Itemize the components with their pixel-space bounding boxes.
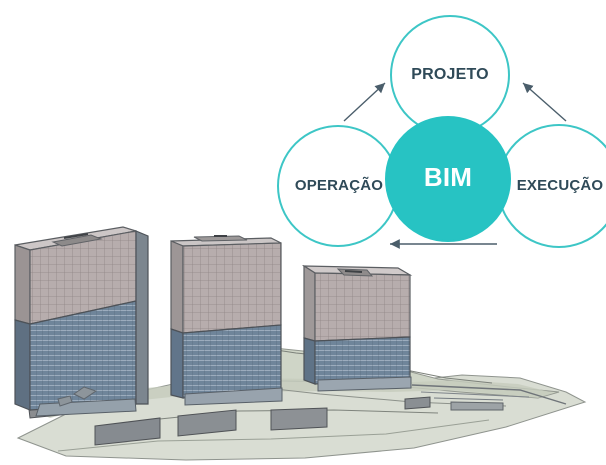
- operacao-label: OPERAÇÃO: [295, 176, 383, 194]
- bim-label: BIM: [424, 162, 472, 192]
- bim-center-node: [385, 116, 511, 242]
- projeto-label: PROJETO: [411, 66, 489, 83]
- arrow-operacao-to-projeto: [343, 82, 386, 122]
- arrow-execucao-to-projeto: [522, 82, 567, 122]
- right-tower: [301, 264, 413, 392]
- middle-tower: [170, 235, 283, 406]
- building-model-illustration: [14, 226, 587, 461]
- execucao-label: EXECUÇÃO: [517, 176, 604, 194]
- left-tower: [14, 226, 149, 417]
- site-details: [57, 384, 567, 407]
- bim-cycle-diagram: PROJETO OPERAÇÃO EXECUÇÃO BIM: [277, 15, 606, 249]
